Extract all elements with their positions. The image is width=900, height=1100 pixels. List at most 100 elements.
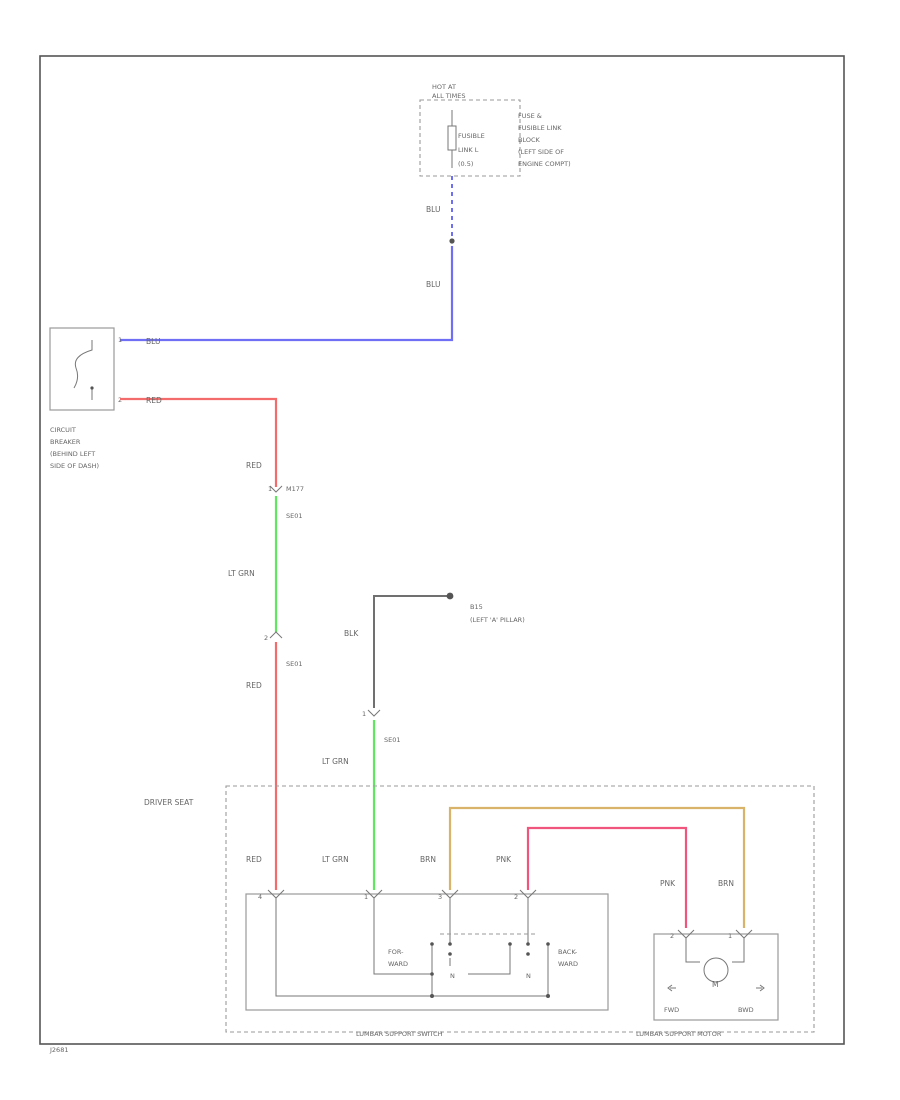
connector-se01-red: 2 SE01 [264, 631, 303, 668]
switch-contact-1 [430, 942, 434, 946]
ground-point [446, 592, 454, 600]
ltgrn-wire-label-seat: LT GRN [322, 855, 349, 864]
switch-contact-2 [448, 942, 452, 946]
fuse-hot-label-1: HOT AT [432, 83, 456, 91]
lumbar-switch-box [245, 893, 609, 1011]
ltgrn-wire-lower: LT GRN LT GRN [322, 720, 376, 890]
fuse-block-outline [419, 99, 521, 177]
motor-symbol-label: M [712, 980, 718, 989]
circuit-breaker-box [49, 327, 115, 411]
switch-contact-7 [546, 942, 550, 946]
blu-wire: BLU BLU BLU [120, 176, 455, 346]
motor-bwd-label: BWD [738, 1006, 754, 1014]
blu-wire-label-horizontal: BLU [146, 337, 160, 346]
connector-m177-name: M177 [286, 485, 304, 493]
blu-wire-label-lower: BLU [426, 280, 440, 289]
pnk-wire-label-motor: PNK [660, 879, 676, 888]
brn-wire-path [448, 806, 746, 928]
diagram-frame [39, 55, 845, 1045]
ltgrn-wire-label-lower: LT GRN [322, 757, 349, 766]
lumbar-support-motor: 2 1 M FWD BWD LUMBAR SUPPORT MOTOR [636, 929, 779, 1038]
switch-pin-b: 1 [364, 893, 368, 901]
motor-pin-b: 1 [728, 932, 732, 940]
ltgrn-wire-label-upper: LT GRN [228, 569, 255, 578]
fusible-link-symbol [447, 110, 457, 168]
circuit-breaker-contact [90, 386, 94, 390]
blk-wire-label: BLK [344, 629, 359, 638]
switch-pin-d: 2 [514, 893, 518, 901]
red-wire-label-top: RED [146, 396, 162, 405]
fuse-block-desc-5: ENGINE COMPT) [518, 160, 571, 168]
fusible-link-label-2: LINK L [458, 146, 479, 154]
pnk-wire: PNK PNK [496, 826, 688, 928]
switch-contact-6 [526, 952, 530, 956]
pnk-wire-label-switch: PNK [496, 855, 512, 864]
switch-contact-3 [448, 952, 452, 956]
fuse-block-desc-4: (LEFT SIDE OF [518, 148, 564, 156]
connector-m177-id: SE01 [286, 512, 303, 520]
fusible-link-label-1: FUSIBLE [458, 132, 485, 140]
ground-location: (LEFT 'A' PILLAR) [470, 616, 525, 624]
circuit-breaker-symbol [73, 340, 93, 400]
blu-wire-solid-segment [120, 246, 454, 342]
blu-wire-splice [449, 238, 455, 244]
connector-m177-symbol [269, 485, 283, 493]
switch-neutral-left: N [450, 972, 455, 980]
connector-se01-grn: 1 SE01 [362, 709, 401, 744]
fusible-link-label-3: (0.5) [458, 160, 473, 168]
brn-wire: BRN BRN [420, 806, 746, 928]
ground-circuit: B15 (LEFT 'A' PILLAR) BLK [344, 592, 525, 708]
driver-seat: DRIVER SEAT [144, 785, 815, 1033]
red-wire-label-middle: RED [246, 681, 262, 690]
switch-internal-wiring [275, 898, 549, 997]
red-wire-label-seat: RED [246, 855, 262, 864]
motor-fwd-label: FWD [664, 1006, 679, 1014]
switch-junction-2 [546, 994, 550, 998]
lumbar-motor-name: LUMBAR SUPPORT MOTOR [636, 1030, 722, 1038]
pnk-wire-path [526, 826, 688, 928]
lumbar-motor-box [653, 933, 779, 1021]
circuit-breaker-desc-4: SIDE OF DASH) [50, 462, 99, 470]
connector-m177: 1 M177 SE01 [268, 485, 304, 520]
fuse-block-desc-3: BLOCK [518, 136, 541, 144]
lumbar-switch-name: LUMBAR SUPPORT SWITCH [356, 1030, 443, 1038]
connector-se01-grn-pin: 1 [362, 710, 366, 718]
brn-wire-label-switch: BRN [420, 855, 436, 864]
ltgrn-wire-upper: LT GRN [228, 496, 278, 632]
fuse-hot-label-2: ALL TIMES [432, 92, 465, 100]
motor-internal-wiring [685, 938, 745, 963]
red-wire-top-path [120, 397, 278, 487]
blu-wire-label-upper: BLU [426, 205, 440, 214]
circuit-breaker-desc-3: (BEHIND LEFT [50, 450, 95, 458]
fuse-block-desc-2: FUSIBLE LINK [518, 124, 562, 132]
switch-forward-label-2: WARD [388, 960, 408, 968]
motor-direction-arrows [667, 984, 765, 992]
switch-backward-label-2: WARD [558, 960, 578, 968]
driver-seat-outline [225, 785, 815, 1033]
diagram-code: J2681 [49, 1046, 68, 1054]
switch-forward-label-1: FOR- [388, 948, 404, 956]
switch-backward-label-1: BACK- [558, 948, 578, 956]
connector-se01-red-symbol [269, 631, 283, 639]
red-wire-label-upper: RED [246, 461, 262, 470]
red-wire-top: RED RED [120, 396, 278, 487]
brn-wire-label-motor: BRN [718, 879, 734, 888]
circuit-breaker-desc-1: CIRCUIT [50, 426, 76, 434]
connector-se01-grn-symbol [367, 709, 381, 717]
connector-se01-grn-name: SE01 [384, 736, 401, 744]
motor-pin-a: 2 [670, 932, 674, 940]
switch-junction-1 [430, 994, 434, 998]
connector-se01-red-name: SE01 [286, 660, 303, 668]
ground-name: B15 [470, 603, 483, 611]
red-wire-middle: RED RED [246, 642, 278, 890]
fuse-block-desc-1: FUSE & [518, 112, 542, 120]
connector-m177-pin: 1 [268, 485, 272, 493]
circuit-breaker: 1 2 CIRCUIT BREAKER (BEHIND LEFT SIDE OF… [49, 327, 122, 470]
connector-se01-red-pin: 2 [264, 634, 268, 642]
switch-contact-5 [526, 942, 530, 946]
switch-pin-a: 4 [258, 893, 262, 901]
lumbar-support-switch: 4 1 3 2 FOR- WARD BACK- WARD N N LUMBAR … [245, 889, 609, 1038]
motor-symbol-icon [703, 957, 729, 983]
circuit-breaker-pin-1: 1 [118, 336, 122, 344]
